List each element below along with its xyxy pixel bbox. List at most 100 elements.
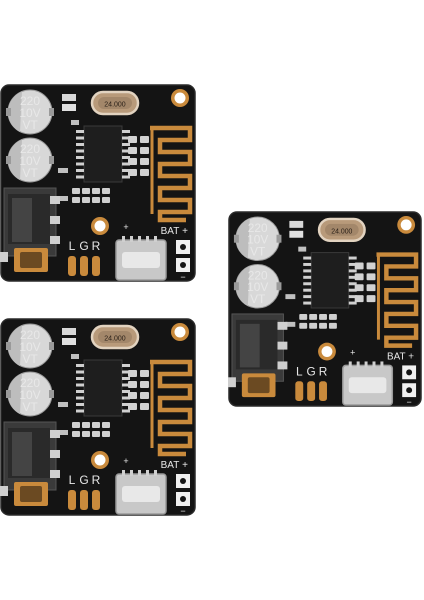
- bat-plus-pad-hole: [180, 478, 186, 484]
- chip-pin: [122, 169, 130, 172]
- crystal-label: 24.000: [104, 336, 126, 343]
- jack-lead: [50, 196, 60, 204]
- bat-minus-label: −: [180, 272, 185, 282]
- chip-pin: [348, 256, 357, 260]
- smd-part: [58, 196, 68, 201]
- chip-pin: [76, 390, 84, 393]
- smd-resistor: [72, 197, 80, 203]
- crystal-label: 24.000: [331, 228, 352, 235]
- smd-resistor: [82, 188, 90, 194]
- audio-jack-hole: [20, 252, 42, 268]
- crystal-oscillator-top: [98, 331, 132, 343]
- smd-resistor: [354, 295, 364, 303]
- smd-resistor: [102, 188, 110, 194]
- capacitor-2-value-text: 220: [20, 142, 40, 156]
- capacitor-1-series-text: VT: [22, 352, 38, 366]
- bat-minus-pad-hole: [180, 496, 186, 502]
- capacitor-1-series-text: VT: [22, 118, 38, 132]
- smd-part: [285, 294, 296, 300]
- usb-plus-label: +: [123, 456, 128, 466]
- mounting-hole: [94, 454, 106, 466]
- chip-pin: [122, 162, 130, 166]
- smd-resistor: [82, 422, 90, 428]
- capacitor-2-shade: [235, 265, 250, 307]
- smd-resistor: [128, 169, 137, 176]
- chip-pin: [76, 149, 84, 153]
- chip-pin: [76, 175, 84, 179]
- bat-plus-pad-hole: [180, 244, 186, 250]
- chip-pin: [122, 156, 130, 159]
- pin-label-l: L: [69, 239, 76, 253]
- capacitor-1-value-text: 220: [20, 94, 40, 108]
- bat-minus-pad-hole: [406, 387, 413, 394]
- micro-usb-opening: [348, 377, 387, 394]
- capacitor-1-pad: [276, 234, 282, 243]
- smd-part: [58, 430, 68, 435]
- usb-pin: [356, 361, 360, 368]
- bat-plus-label: +: [408, 351, 414, 362]
- bat-label: BAT: [161, 460, 180, 471]
- main-chip: [83, 125, 123, 183]
- smd-part: [62, 328, 76, 335]
- pin-label-g: G: [79, 473, 88, 487]
- audio-pad-g: [80, 256, 88, 276]
- capacitor-2-voltage-text: 10V: [19, 388, 40, 402]
- audio-jack-inner: [12, 198, 32, 242]
- smd-part: [62, 94, 76, 101]
- pin-label-g: G: [307, 364, 316, 378]
- jack-lead: [50, 236, 60, 244]
- chip-pin: [76, 370, 84, 374]
- smd-resistor: [128, 392, 137, 399]
- pcb-antenna-trace: [376, 252, 419, 348]
- audio-jack-inner: [12, 432, 32, 476]
- smd-resistor: [102, 197, 110, 203]
- chip-pin: [76, 169, 84, 172]
- crystal-oscillator-top: [325, 223, 359, 236]
- smd-resistor: [319, 322, 327, 329]
- usb-pin: [146, 236, 149, 242]
- usb-plus-label: +: [350, 348, 355, 358]
- jack-lead: [50, 216, 60, 224]
- chip-pin: [76, 396, 84, 400]
- jack-lead: [277, 341, 288, 350]
- mounting-hole: [400, 219, 412, 231]
- chip-pin: [76, 130, 84, 133]
- capacitor-1-shade: [7, 91, 22, 132]
- pin-label-g: G: [79, 239, 88, 253]
- chip-pin: [303, 275, 312, 279]
- chip-pin: [348, 301, 357, 305]
- bat-plus-pad-hole: [406, 369, 413, 376]
- chip-pin: [303, 256, 312, 260]
- capacitor-2-series-text: VT: [250, 292, 265, 306]
- chip-pin: [122, 143, 130, 146]
- chip-pin: [76, 383, 84, 387]
- jack-lead: [50, 450, 60, 458]
- crystal-oscillator-top: [98, 97, 132, 109]
- smd-resistor: [354, 262, 364, 270]
- smd-resistor: [140, 370, 149, 377]
- jack-lead: [228, 377, 236, 388]
- chip-pin: [303, 282, 312, 286]
- bat-label: BAT: [387, 351, 405, 362]
- capacitor-1-voltage-text: 10V: [19, 340, 40, 354]
- audio-pad-g: [80, 490, 88, 510]
- mounting-hole: [174, 92, 186, 104]
- capacitor-2-pad: [49, 390, 54, 398]
- capacitor-2-voltage-text: 10V: [247, 280, 268, 294]
- capacitor-1-pad: [6, 108, 11, 116]
- jack-lead: [50, 430, 60, 438]
- pin-label-l: L: [296, 364, 303, 378]
- bat-minus-label: −: [180, 506, 185, 516]
- audio-pad-r: [319, 381, 327, 402]
- pin-label-l: L: [69, 473, 76, 487]
- chip-pin: [76, 377, 84, 380]
- jack-lead: [0, 486, 8, 496]
- smd-resistor: [366, 295, 376, 303]
- smd-resistor: [102, 422, 110, 428]
- audio-jack-hole: [20, 486, 42, 502]
- capacitor-2-pad: [6, 156, 11, 164]
- audio-jack-inner: [239, 323, 260, 368]
